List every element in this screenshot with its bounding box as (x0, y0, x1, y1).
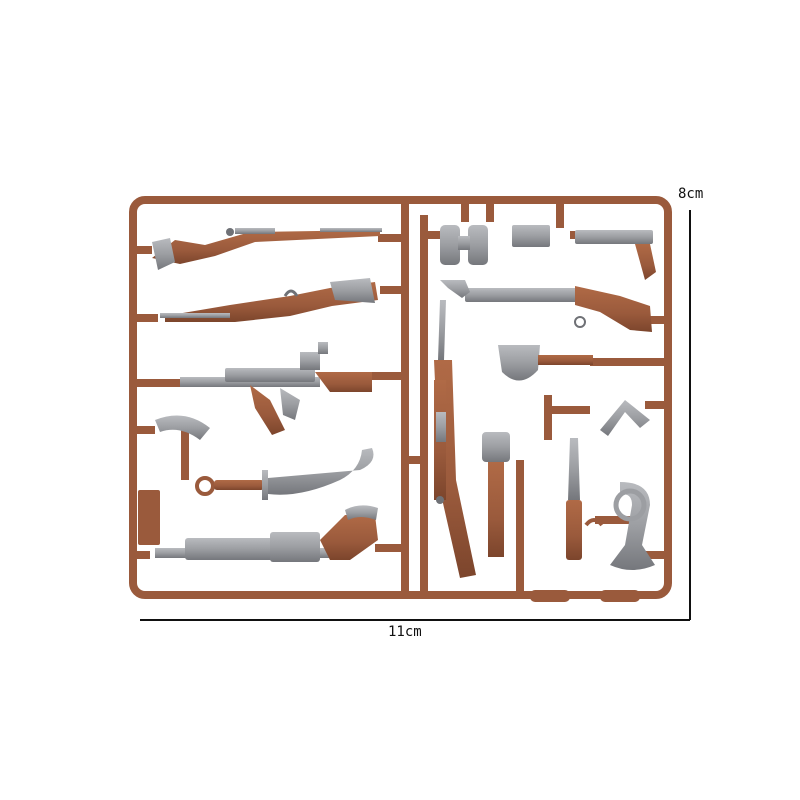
sprue-frame (129, 196, 672, 599)
height-label: 8cm (678, 186, 704, 202)
rifle-mosin (152, 228, 382, 270)
dao-sword (195, 448, 374, 500)
rifle-with-bayonet (434, 300, 476, 578)
bayonet-knife (566, 438, 604, 560)
pistol-mauser (575, 230, 656, 280)
stick-grenade (482, 432, 510, 557)
measurement-lines (140, 210, 691, 621)
slingshot (548, 400, 650, 436)
magazine-box (512, 225, 550, 247)
width-label: 11cm (388, 624, 422, 640)
curved-part (155, 415, 210, 440)
lmg (180, 342, 372, 435)
sprue-tabs (138, 490, 640, 602)
heavy-machine-gun (155, 505, 378, 562)
rifle-garand (160, 278, 378, 322)
bugle (610, 482, 655, 570)
carbine (440, 280, 652, 332)
binoculars (440, 225, 488, 265)
shovel (498, 345, 593, 381)
